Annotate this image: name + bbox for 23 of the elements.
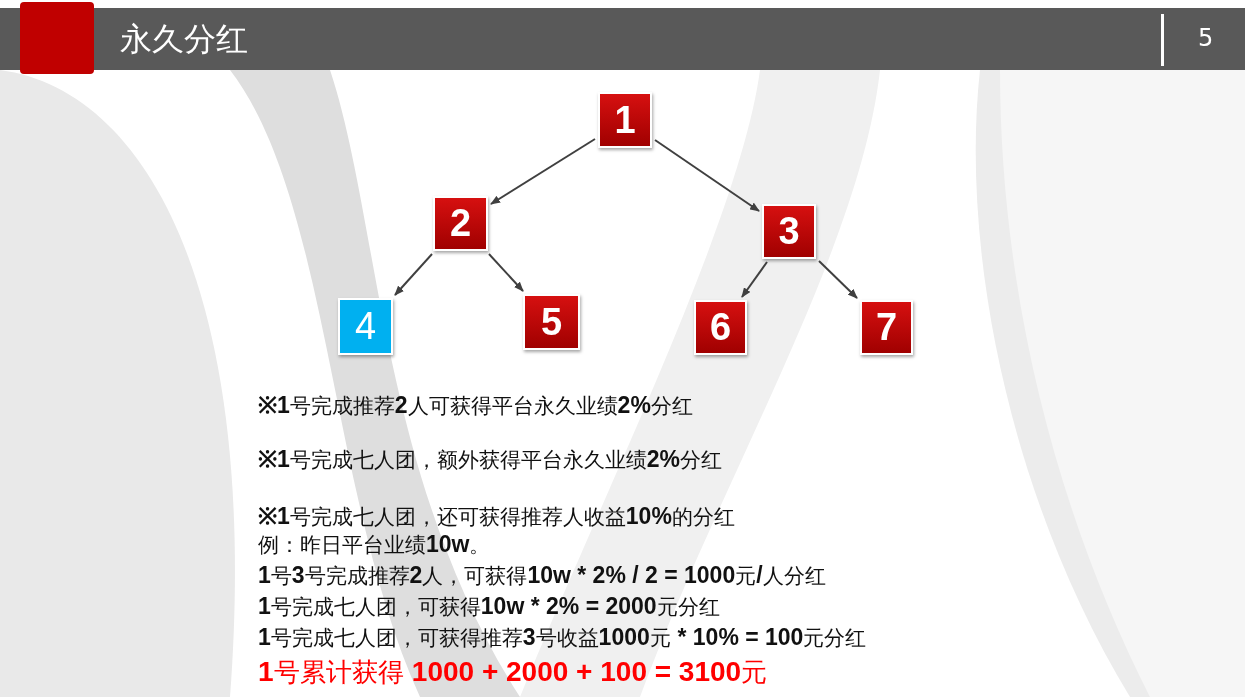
note-text: ※1号完成七人团，额外获得平台永久业绩2%分红 [258,445,723,474]
note-text: 例：昨日平台业绩10w。 [258,531,491,559]
note-text: 1号完成七人团，可获得推荐3号收益1000元 * 10% = 100元分红 [258,624,867,652]
number-box: 6 [694,300,747,355]
note-text: 1号累计获得 1000 + 2000 + 100 = 3100元 [258,655,768,689]
number-box: 7 [860,300,913,355]
arrow [741,261,768,298]
note-text: 1号3号完成推荐2人，可获得10w * 2% / 2 = 1000元/人分红 [258,562,826,590]
number-box: 3 [762,204,816,259]
note-text: ※1号完成七人团，还可获得推荐人收益10%的分红 [258,502,735,531]
number-box: 2 [433,196,488,251]
note-text: 1号完成七人团，可获得10w * 2% = 2000元分红 [258,593,720,621]
slide-title: 永久分红 [120,19,248,60]
arrow [394,253,433,296]
note-text: ※1号完成推荐2人可获得平台永久业绩2%分红 [258,391,693,420]
arrow [818,260,858,299]
number-box: 5 [523,294,580,350]
number-box: 1 [598,92,652,148]
page-number: 5 [1198,24,1214,52]
arrow [488,253,524,292]
arrow [654,139,760,212]
number-box: 4 [338,298,393,355]
arrow [490,138,596,205]
